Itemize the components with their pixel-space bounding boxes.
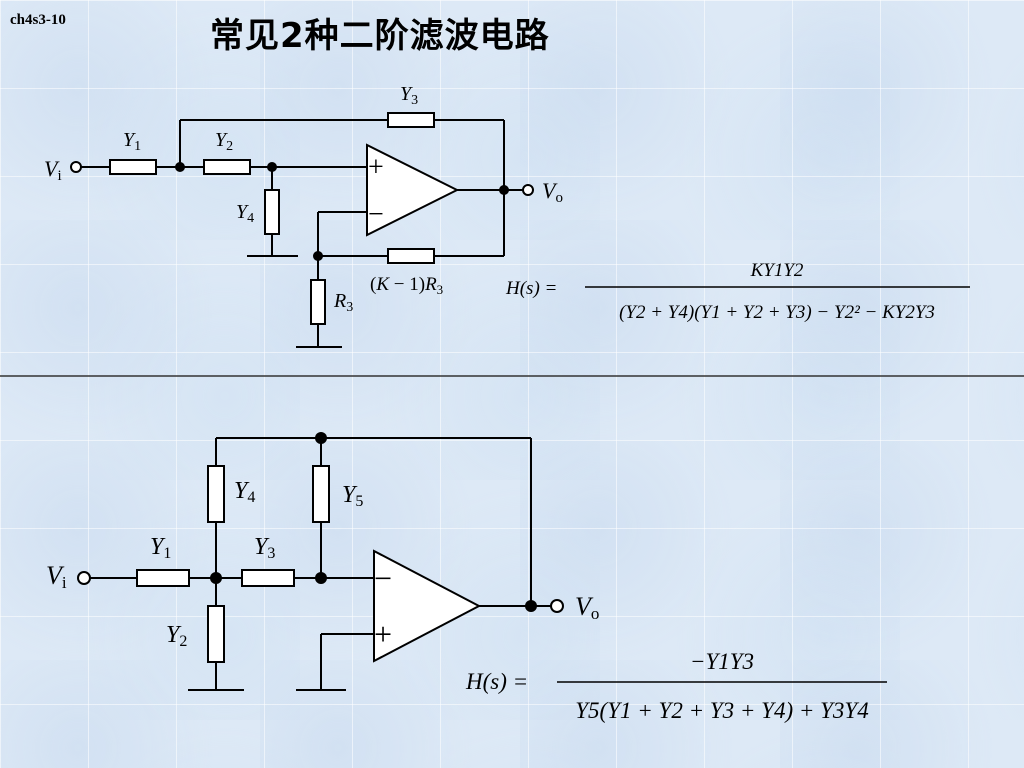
bottom-formula-numerator: −Y1Y3 bbox=[690, 649, 754, 674]
junction-dot bbox=[175, 162, 185, 172]
resistor-y4 bbox=[264, 189, 280, 235]
resistor-y5 bbox=[312, 465, 330, 523]
opamp-bottom bbox=[373, 549, 482, 663]
bottom-formula-denominator: Y5(Y1 + Y2 + Y3 + Y4) + Y3Y4 bbox=[575, 698, 868, 723]
junction-dot bbox=[313, 251, 323, 261]
resistor-y1 bbox=[109, 159, 157, 175]
junction-dot bbox=[315, 432, 327, 444]
top-label-feedback: (K − 1)R3 bbox=[370, 274, 443, 297]
bottom-label-y1: Y1 bbox=[150, 534, 171, 562]
junction-dot bbox=[525, 600, 537, 612]
junction-dot bbox=[210, 572, 222, 584]
output-terminal bbox=[550, 599, 564, 613]
bottom-output-label: Vo bbox=[575, 592, 599, 623]
top-input-label: Vi bbox=[44, 156, 62, 184]
bottom-formula-lhs: H(s) = bbox=[465, 669, 528, 694]
top-label-y2: Y2 bbox=[215, 129, 233, 154]
opamp-bottom-minus: − bbox=[374, 560, 392, 596]
bottom-label-y2: Y2 bbox=[166, 622, 187, 650]
slide-id: ch4s3-10 bbox=[10, 12, 66, 28]
slide-title: 常见2种二阶滤波电路 bbox=[210, 16, 550, 56]
resistor-y1 bbox=[136, 569, 190, 587]
junction-dot bbox=[267, 162, 277, 172]
resistor-y2 bbox=[207, 605, 225, 663]
opamp-bottom-plus: + bbox=[374, 616, 392, 652]
resistor-r3 bbox=[310, 279, 326, 325]
opamp-top bbox=[366, 143, 460, 237]
bottom-label-y5: Y5 bbox=[342, 482, 363, 510]
top-label-y3: Y3 bbox=[400, 83, 418, 108]
resistor-y3 bbox=[241, 569, 295, 587]
opamp-top-plus: + bbox=[368, 152, 384, 183]
junction-dot bbox=[499, 185, 509, 195]
resistor-y4 bbox=[207, 465, 225, 523]
input-terminal bbox=[70, 161, 82, 173]
top-formula-denominator: (Y2 + Y4)(Y1 + Y2 + Y3) − Y2² − KY2Y3 bbox=[619, 302, 935, 323]
opamp-top-minus: − bbox=[368, 199, 384, 230]
circuit-bottom bbox=[77, 432, 564, 691]
junction-dot bbox=[315, 572, 327, 584]
output-terminal bbox=[522, 184, 534, 196]
top-formula-numerator: KY1Y2 bbox=[750, 260, 804, 281]
bottom-label-y4: Y4 bbox=[234, 478, 255, 506]
bottom-label-y3: Y3 bbox=[254, 534, 275, 562]
top-label-r3: R3 bbox=[333, 290, 353, 315]
top-formula-lhs: H(s) = bbox=[505, 278, 557, 299]
resistor-y3 bbox=[387, 112, 435, 128]
bottom-input-label: Vi bbox=[46, 561, 67, 592]
top-label-y1: Y1 bbox=[123, 129, 141, 154]
resistor-y2 bbox=[203, 159, 251, 175]
top-output-label: Vo bbox=[542, 178, 563, 206]
input-terminal bbox=[77, 571, 91, 585]
resistor-feedback bbox=[387, 248, 435, 264]
circuit-top bbox=[70, 112, 534, 348]
top-label-y4: Y4 bbox=[236, 201, 254, 226]
